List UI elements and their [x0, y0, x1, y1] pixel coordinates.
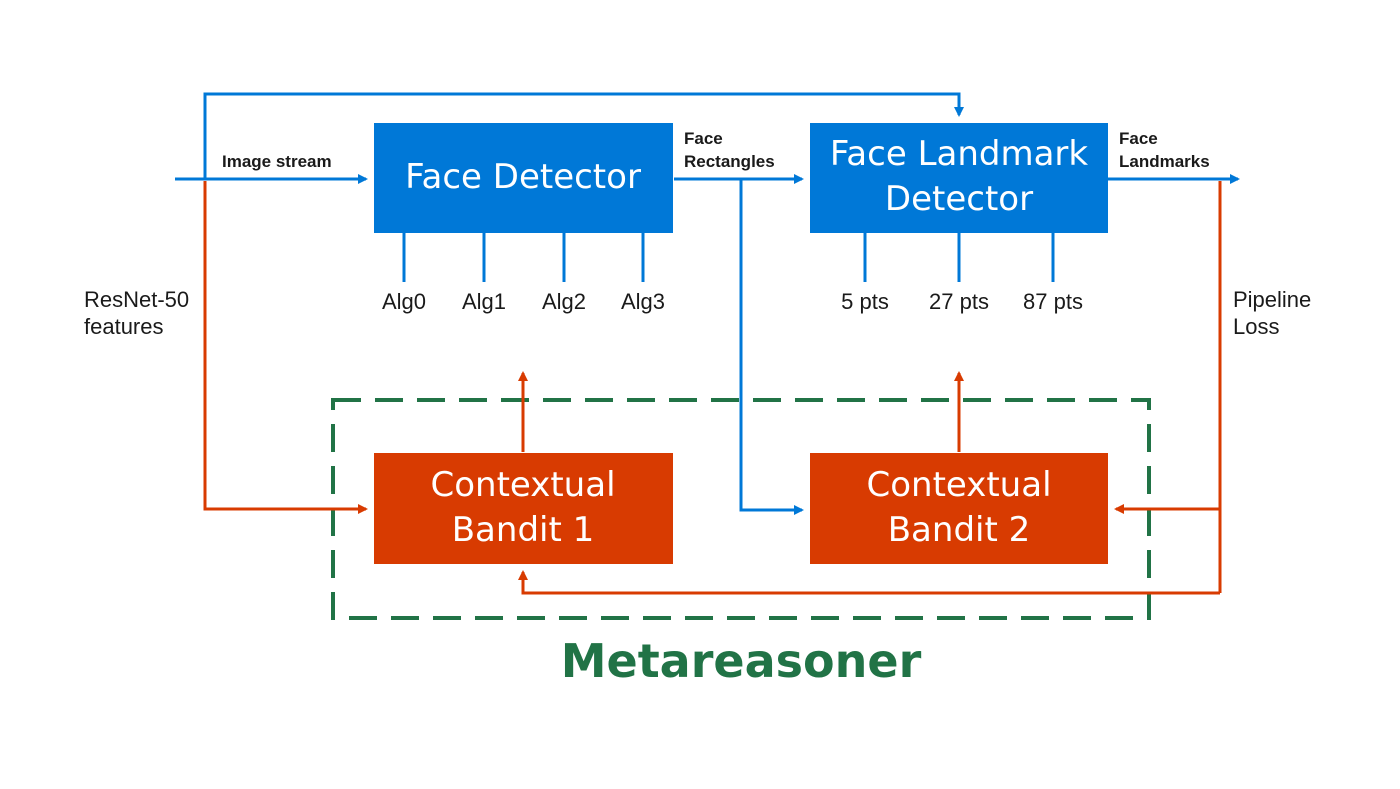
contextual-bandit-1-box [374, 453, 673, 564]
resnet-label-line1: ResNet-50 [84, 287, 189, 312]
alg-option-label: Alg0 [382, 289, 426, 314]
face-landmark-detector-box [810, 123, 1108, 233]
face-detector-label: Face Detector [405, 157, 641, 197]
landmark-option-label: 27 pts [929, 289, 989, 314]
metareasoner-title: Metareasoner [561, 634, 922, 688]
contextual-bandit-2-box [810, 453, 1108, 564]
loss-to-bandit1-arrow [518, 570, 1220, 595]
landmark-detector-label-line1: Face Landmark [830, 134, 1089, 174]
bandit2-label-line1: Contextual [866, 465, 1051, 505]
face-rectangles-label-line2: Rectangles [684, 152, 775, 171]
landmark-detector-label-line2: Detector [885, 179, 1033, 219]
alg-option-label: Alg2 [542, 289, 586, 314]
resnet-features-arrow [203, 181, 368, 514]
bandit1-label-line1: Contextual [430, 465, 615, 505]
pipeline-loss-label-line2: Loss [1233, 314, 1279, 339]
face-detector-box [374, 123, 673, 233]
alg-option-label: Alg1 [462, 289, 506, 314]
blue-connectors [175, 92, 1240, 515]
alg-option-label: Alg3 [621, 289, 665, 314]
resnet-label-line2: features [84, 314, 164, 339]
orange-connectors [203, 181, 1222, 595]
landmark-option-label: 5 pts [841, 289, 889, 314]
face-rectangles-label-line1: Face [684, 129, 723, 148]
face-landmarks-label-line1: Face [1119, 129, 1158, 148]
landmark-option-label: 87 pts [1023, 289, 1083, 314]
bandit2-label-line2: Bandit 2 [888, 510, 1031, 550]
face-landmarks-label-line2: Landmarks [1119, 152, 1210, 171]
rectangles-to-bandit2-arrow [739, 179, 804, 515]
bypass-arrow-to-landmark [203, 92, 964, 179]
bandit1-label-line2: Bandit 1 [452, 510, 595, 550]
image-stream-label: Image stream [222, 152, 332, 171]
pipeline-loss-label-line1: Pipeline [1233, 287, 1311, 312]
